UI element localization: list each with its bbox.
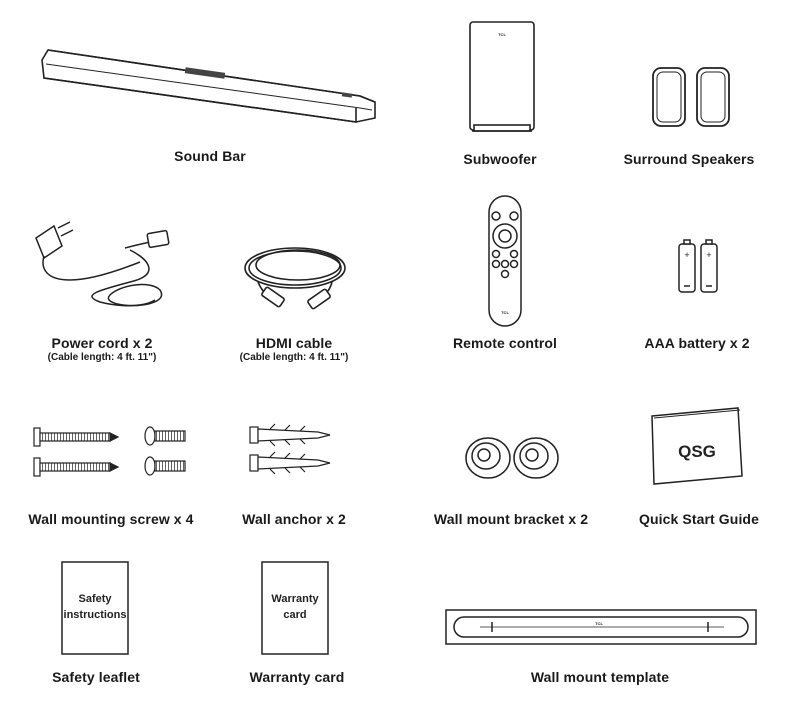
- warranty-card-label: Warranty card: [249, 669, 345, 685]
- svg-text:+: +: [684, 250, 689, 260]
- svg-text:instructions: instructions: [64, 609, 127, 621]
- hdmi-cable-label: HDMI cable: [255, 335, 333, 351]
- safety-leaflet-label: Safety leaflet: [52, 669, 140, 685]
- svg-text:TCL: TCL: [595, 621, 603, 626]
- battery-label: AAA battery x 2: [644, 335, 750, 351]
- battery-illustration: + +: [678, 239, 718, 293]
- svg-text:Warranty: Warranty: [271, 593, 319, 605]
- svg-text:TCL: TCL: [501, 310, 509, 315]
- wall-mount-bracket-illustration: [465, 437, 559, 479]
- sound-bar-label: Sound Bar: [174, 148, 246, 164]
- subwoofer-illustration: TCL: [469, 21, 535, 132]
- power-cord-note: (Cable length: 4 ft. 11"): [47, 352, 157, 363]
- subwoofer-label: Subwoofer: [463, 151, 537, 167]
- power-cord-illustration: [35, 221, 170, 307]
- wall-mount-bracket-label: Wall mount bracket x 2: [433, 511, 589, 527]
- svg-text:+: +: [706, 250, 711, 260]
- svg-text:Safety: Safety: [78, 593, 112, 605]
- surround-speakers-label: Surround Speakers: [623, 151, 755, 167]
- quick-start-guide-label: Quick Start Guide: [639, 511, 759, 527]
- warranty-card-illustration: Warranty card: [261, 561, 329, 655]
- svg-text:TCL: TCL: [498, 32, 506, 37]
- hdmi-cable-illustration: [244, 247, 346, 310]
- svg-text:QSG: QSG: [678, 442, 716, 461]
- remote-control-illustration: TCL: [488, 195, 522, 327]
- remote-control-label: Remote control: [452, 335, 558, 351]
- wall-anchor-label: Wall anchor x 2: [242, 511, 346, 527]
- sound-bar-illustration: [41, 49, 376, 123]
- surround-speakers-illustration: [652, 67, 730, 127]
- hdmi-cable-note: (Cable length: 4 ft. 11"): [239, 352, 349, 363]
- wall-mount-template-illustration: TCL: [445, 609, 757, 645]
- wall-anchor-illustration: [249, 423, 331, 475]
- quick-start-guide-illustration: QSG: [651, 407, 743, 485]
- screw-illustration: [33, 426, 186, 477]
- wall-mount-template-label: Wall mount template: [530, 669, 670, 685]
- safety-leaflet-illustration: Safety instructions: [61, 561, 129, 655]
- svg-text:card: card: [283, 609, 306, 621]
- power-cord-label: Power cord x 2: [51, 335, 153, 351]
- screw-label: Wall mounting screw x 4: [28, 511, 194, 527]
